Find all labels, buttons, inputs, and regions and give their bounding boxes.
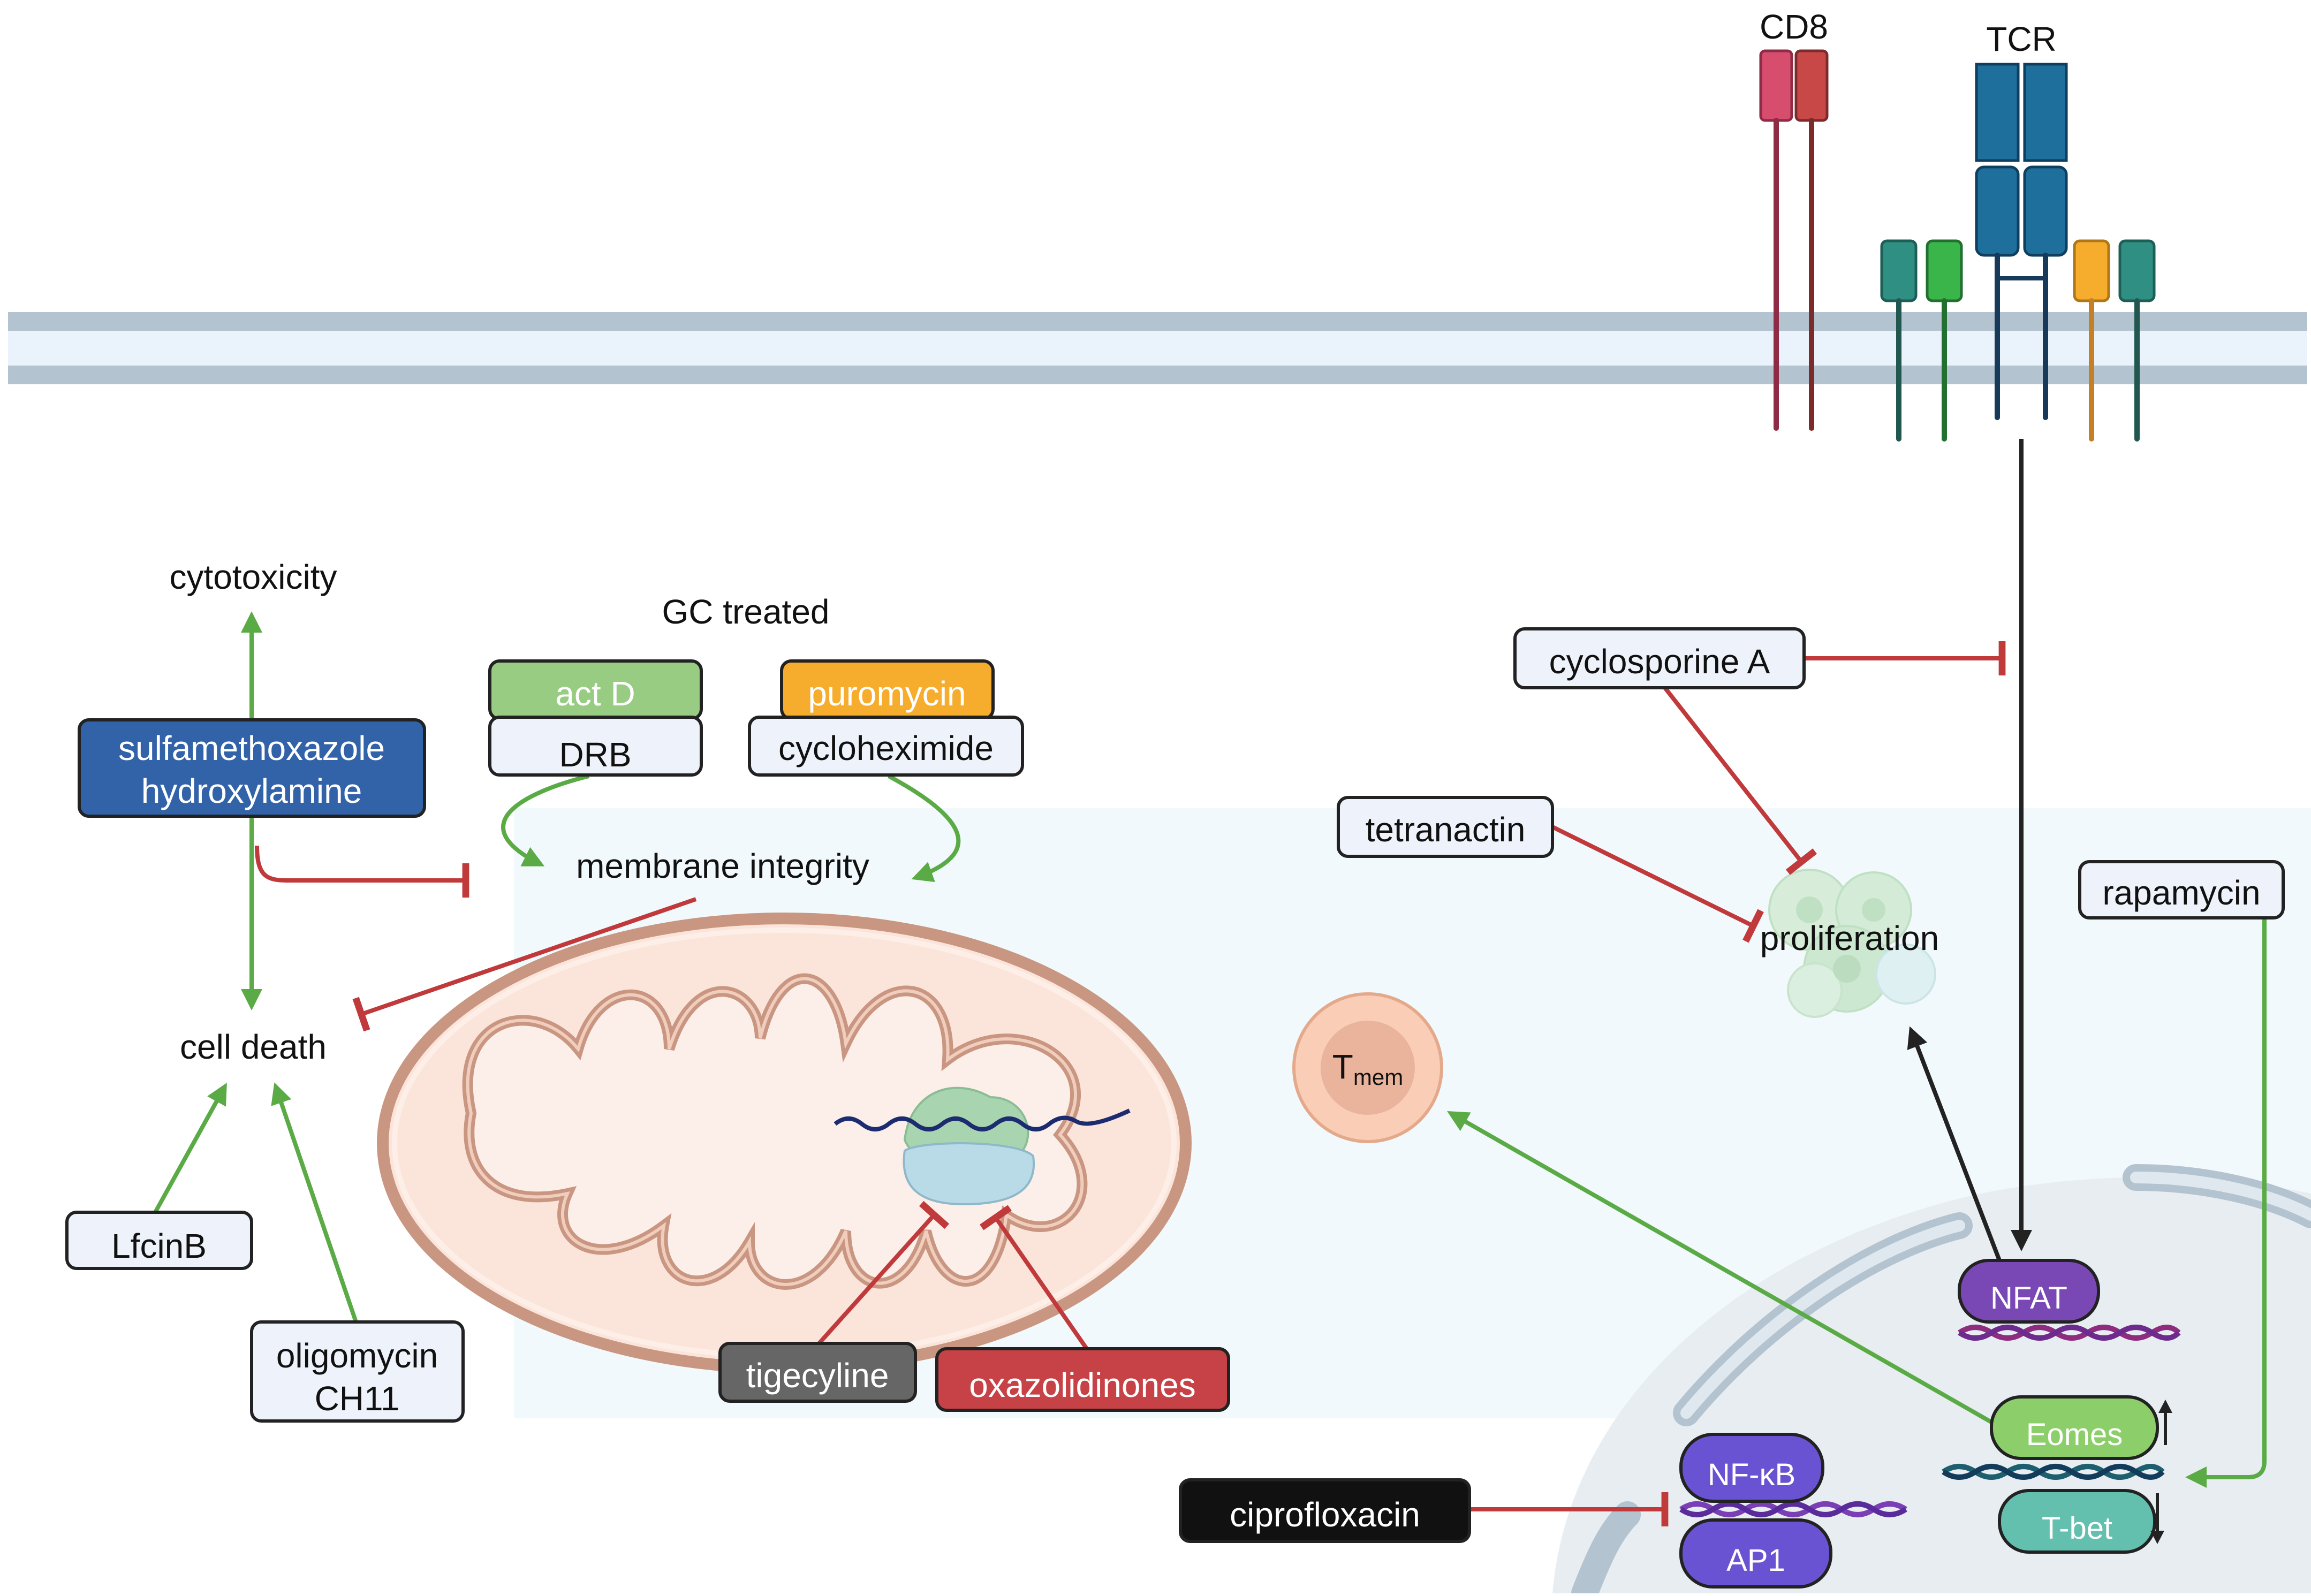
tbet-factor: T-bet — [1998, 1489, 2156, 1554]
tbet-down-arrow — [2150, 1493, 2164, 1544]
oxazolidinones-label: oxazolidinones — [969, 1366, 1195, 1404]
cd8-label: CD8 — [1760, 7, 1828, 46]
tcr-label: TCR — [1986, 20, 2057, 58]
plasma-membrane — [8, 312, 2307, 384]
nfat-factor: NFAT — [1958, 1259, 2100, 1324]
tmem-label: Tmem — [1332, 1047, 1403, 1090]
mitoribosome — [834, 1086, 1131, 1206]
cytotoxicity-label: cytotoxicity — [170, 558, 337, 596]
tetranactin-box: tetranactin — [1337, 796, 1554, 858]
tetranactin-label: tetranactin — [1366, 810, 1526, 849]
oligomycin-label-line1: oligomycin — [276, 1336, 438, 1375]
cyclosporine-box: cyclosporine A — [1513, 627, 1806, 689]
drb-label: DRB — [559, 735, 631, 774]
ap1-factor: AP1 — [1679, 1518, 1832, 1589]
oligomycin-label-line2: CH11 — [315, 1379, 400, 1418]
act-d-label: act D — [555, 674, 635, 713]
puromycin-label: puromycin — [808, 674, 966, 713]
lfcinb-box: LfcinB — [65, 1211, 253, 1270]
ciprofloxacin-label: ciprofloxacin — [1230, 1495, 1420, 1534]
proliferation-cells — [1768, 869, 1936, 1018]
cd8-receptor — [1759, 49, 1829, 431]
nfat-label: NFAT — [1990, 1281, 2067, 1316]
lfcinb-label: LfcinB — [111, 1227, 207, 1265]
gc-treated-label: GC treated — [662, 592, 829, 631]
eomes-label: Eomes — [2026, 1417, 2123, 1452]
mitochondrion — [377, 913, 1192, 1374]
oligomycin-box: oligomycin CH11 — [250, 1320, 465, 1423]
sulfamethoxazole-label-line2: hydroxylamine — [141, 772, 362, 810]
tigecyline-box: tigecyline — [718, 1342, 917, 1403]
rapamycin-box: rapamycin — [2078, 860, 2285, 919]
nfkb-label: NF-κB — [1708, 1457, 1795, 1492]
nfkb-factor: NF-κB — [1679, 1433, 1824, 1503]
rapamycin-label: rapamycin — [2102, 873, 2260, 912]
ciprofloxacin-box: ciprofloxacin — [1179, 1478, 1471, 1543]
tcr-complex — [1880, 63, 2156, 442]
oxazolidinones-box: oxazolidinones — [935, 1347, 1230, 1412]
proliferation-label: proliferation — [1760, 919, 1939, 957]
sulfamethoxazole-label-line1: sulfamethoxazole — [118, 729, 385, 767]
drb-box: DRB — [488, 716, 703, 777]
act-d-box: act D — [488, 659, 703, 720]
dna-strands — [1679, 1325, 2181, 1517]
cycloheximide-box: cycloheximide — [748, 716, 1024, 777]
tmem-cell — [1292, 992, 1443, 1143]
cyclosporine-label: cyclosporine A — [1549, 642, 1770, 681]
arrows — [153, 439, 2267, 1526]
membrane-integrity-label: membrane integrity — [576, 847, 869, 885]
sulfamethoxazole-box: sulfamethoxazole hydroxylamine — [78, 718, 426, 818]
ap1-label: AP1 — [1726, 1543, 1785, 1578]
cell-death-label: cell death — [180, 1028, 327, 1066]
eomes-factor: Eomes — [1990, 1395, 2159, 1460]
tbet-label: T-bet — [2042, 1511, 2112, 1546]
tigecyline-label: tigecyline — [746, 1356, 889, 1395]
cycloheximide-label: cycloheximide — [778, 729, 994, 767]
puromycin-box: puromycin — [780, 659, 995, 720]
eomes-up-arrow — [2158, 1400, 2172, 1445]
